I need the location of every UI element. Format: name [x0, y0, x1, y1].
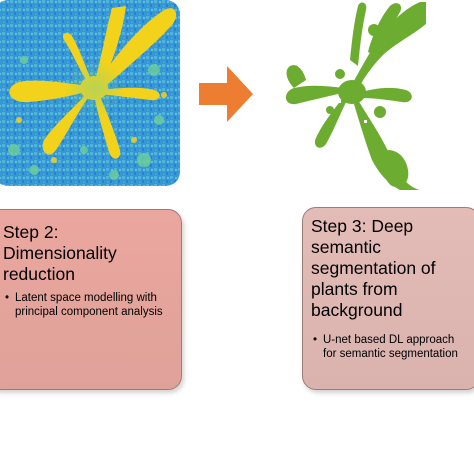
step-3-title-line-5: background — [311, 300, 403, 320]
step-3-bullet-line-2: for semantic segmentation — [323, 348, 458, 360]
step-2-title-line-2: Dimensionality — [3, 243, 117, 263]
step-3-title-line-4: plants from — [311, 279, 398, 299]
step-2-title-line-3: reduction — [3, 264, 75, 284]
step-3-bullet: U-net based DL approach for semantic seg… — [311, 333, 474, 361]
segmented-plant-image — [280, 0, 426, 190]
step-2-bullet-list: Latent space modelling with principal co… — [3, 291, 173, 319]
step-2-bullet: Latent space modelling with principal co… — [3, 291, 173, 319]
step-3-bullet-line-1: U-net based DL approach — [323, 334, 455, 346]
step-3-card: Step 3: Deep semantic segmentation of pl… — [302, 207, 474, 390]
heatmap-graphic — [0, 0, 180, 186]
plant-mask-graphic — [285, 2, 426, 190]
right-arrow-icon — [199, 66, 253, 122]
step-3-bullet-list: U-net based DL approach for semantic seg… — [311, 333, 474, 361]
step-3-title-line-3: segmentation of — [311, 258, 436, 278]
step-2-card: Step 2: Dimensionality reduction Latent … — [0, 209, 182, 390]
pca-heatmap-image — [0, 0, 180, 186]
step-2-title: Step 2: Dimensionality reduction — [3, 222, 173, 285]
step-3-title: Step 3: Deep semantic segmentation of pl… — [311, 216, 474, 321]
step-3-title-line-2: semantic — [311, 237, 382, 257]
step-3-title-line-1: Step 3: Deep — [311, 216, 414, 236]
step-2-title-line-1: Step 2: — [3, 222, 59, 242]
